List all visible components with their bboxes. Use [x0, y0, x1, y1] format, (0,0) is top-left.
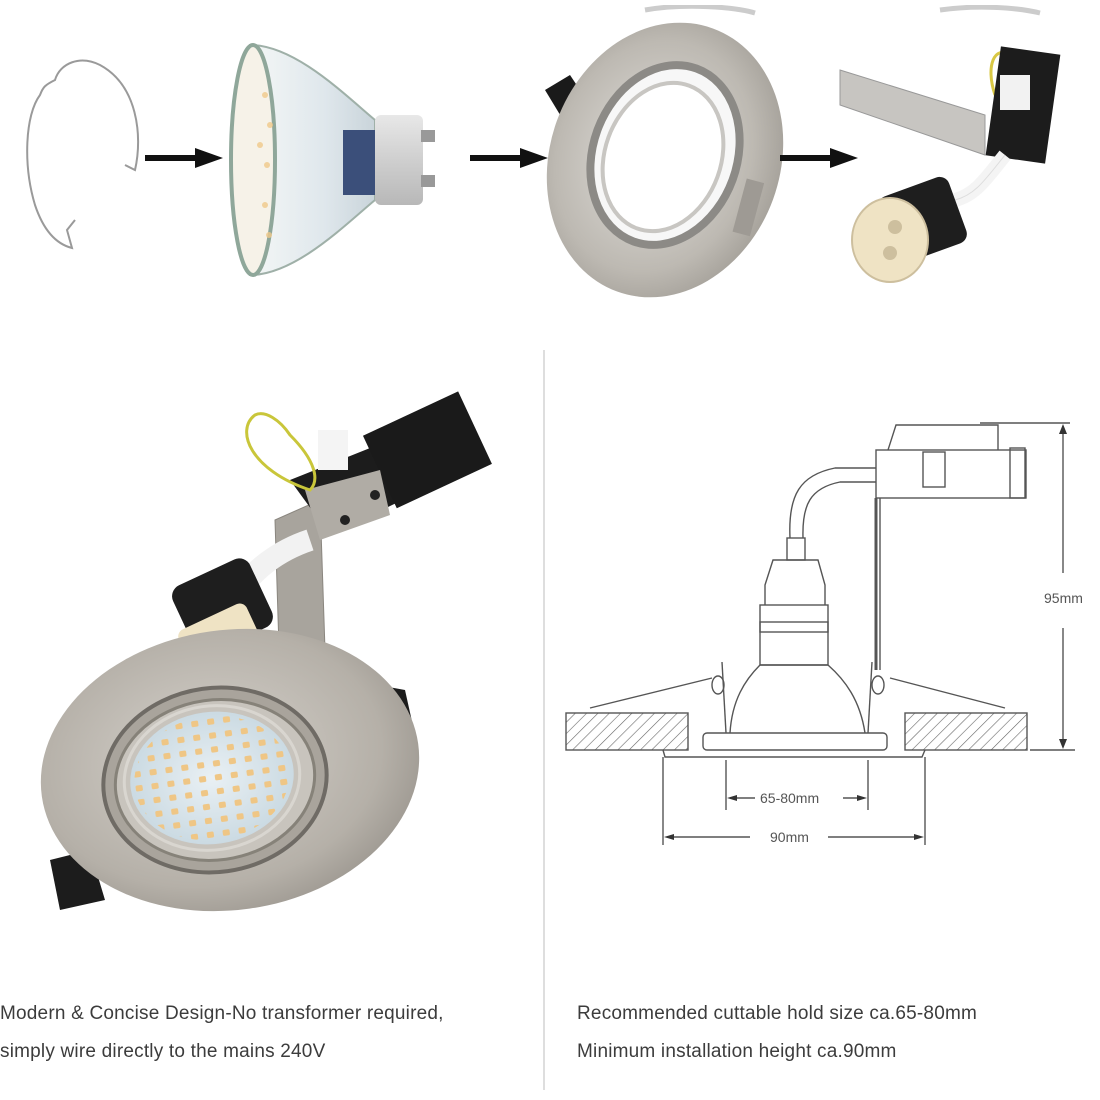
- technical-diagram: 95mm 65-80mm 90mm: [565, 422, 1083, 845]
- dimension-outer-label: 90mm: [770, 829, 809, 845]
- dimension-cutout-label: 65-80mm: [760, 790, 819, 806]
- right-caption-line-2: Minimum installation height ca.90mm: [577, 1041, 897, 1062]
- panel-divider: [543, 350, 545, 1090]
- right-caption-line-1: Recommended cuttable hold size ca.65-80m…: [577, 1003, 978, 1024]
- gu10-lampholder-bracket-image: [839, 5, 1061, 283]
- arrow-right-icon: [780, 148, 858, 168]
- left-caption-line-2: simply wire directly to the mains 240V: [0, 1041, 326, 1062]
- tilting-downlight-frame-image: [545, 5, 784, 298]
- left-caption-line-1: Modern & Concise Design-No transformer r…: [0, 1003, 444, 1024]
- arrow-right-icon: [470, 148, 548, 168]
- assembly-steps-row: [0, 0, 1100, 330]
- assembled-downlight-image: [40, 391, 492, 912]
- dimension-height-label: 95mm: [1044, 590, 1083, 606]
- left-panel: Modern & Concise Design-No transformer r…: [0, 340, 540, 1100]
- gu10-led-bulb-image: [229, 43, 435, 277]
- arrow-right-icon: [145, 148, 223, 168]
- right-panel: 95mm 65-80mm 90mm Recommended cuttable h…: [560, 340, 1100, 1100]
- spring-clip-image: [26, 59, 140, 250]
